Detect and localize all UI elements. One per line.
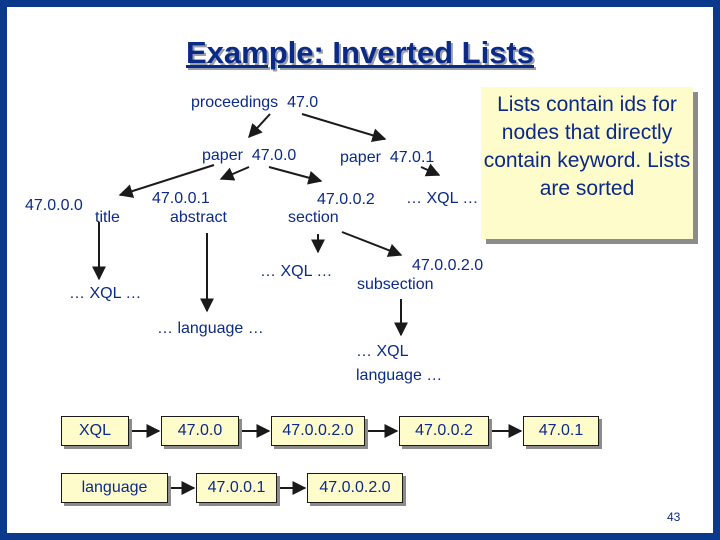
edge-paper1-section	[268, 166, 323, 185]
subsection-xql-text: … XQL	[356, 343, 409, 360]
abstract-node-tag: abstract	[170, 209, 227, 226]
abstract-language-text: … language …	[157, 320, 264, 337]
tree-edges	[92, 113, 523, 495]
list-language-id-1: 47.0.0.1	[196, 473, 277, 503]
section-node-tag: section	[288, 209, 339, 226]
abstract-node-id: 47.0.0.1	[152, 190, 210, 207]
node-proceedings-id: 47.0	[287, 94, 319, 111]
edge-paper1-abstract	[219, 166, 250, 181]
title-node-tag: title	[95, 209, 120, 226]
keyword-box-language: language	[61, 473, 168, 503]
list-language-id-2: 47.0.0.2.0	[307, 473, 403, 503]
section-xql-text: … XQL …	[260, 263, 333, 280]
node-proceedings: proceedings 47.0	[191, 95, 318, 111]
callout-text: Lists contain ids for nodes that directl…	[483, 93, 691, 200]
edge-root-paper2	[301, 113, 387, 143]
list-xql-id-1: 47.0.0	[161, 416, 239, 446]
subsection-node-id: 47.0.0.2.0	[412, 257, 484, 274]
edge-section-subsection	[341, 231, 403, 257]
list-xql-id-3: 47.0.0.2	[399, 416, 489, 446]
title-node-id: 47.0.0.0	[25, 197, 83, 214]
paper2-xql-text: … XQL …	[406, 190, 479, 207]
callout-box: Lists contain ids for nodes that directl…	[481, 87, 693, 239]
subsection-language-text: language …	[356, 367, 443, 384]
section-node-id: 47.0.0.2	[317, 191, 375, 208]
subsection-node-tag: subsection	[357, 276, 434, 293]
node-paper-1: paper 47.0.0	[202, 148, 296, 164]
node-paper-2-tag: paper	[340, 149, 381, 166]
title-xql-text: … XQL …	[69, 285, 142, 302]
node-paper-2-id: 47.0.1	[389, 149, 435, 166]
edge-paper1-title	[118, 164, 215, 198]
list-xql-id-4: 47.0.1	[523, 416, 599, 446]
node-paper-2: paper 47.0.1	[340, 150, 434, 166]
edge-root-paper1	[248, 113, 271, 139]
slide: Example: Inverted Lists	[7, 7, 713, 533]
node-paper-1-tag: paper	[202, 147, 243, 164]
node-proceedings-tag: proceedings	[191, 94, 279, 111]
node-paper-1-id: 47.0.0	[251, 147, 297, 164]
slide-title: Example: Inverted Lists	[185, 35, 534, 70]
keyword-box-xql: XQL	[61, 416, 129, 446]
list-xql-id-2: 47.0.0.2.0	[271, 416, 365, 446]
page-number: 43	[667, 510, 681, 524]
edge-paper2-xql	[420, 163, 441, 177]
